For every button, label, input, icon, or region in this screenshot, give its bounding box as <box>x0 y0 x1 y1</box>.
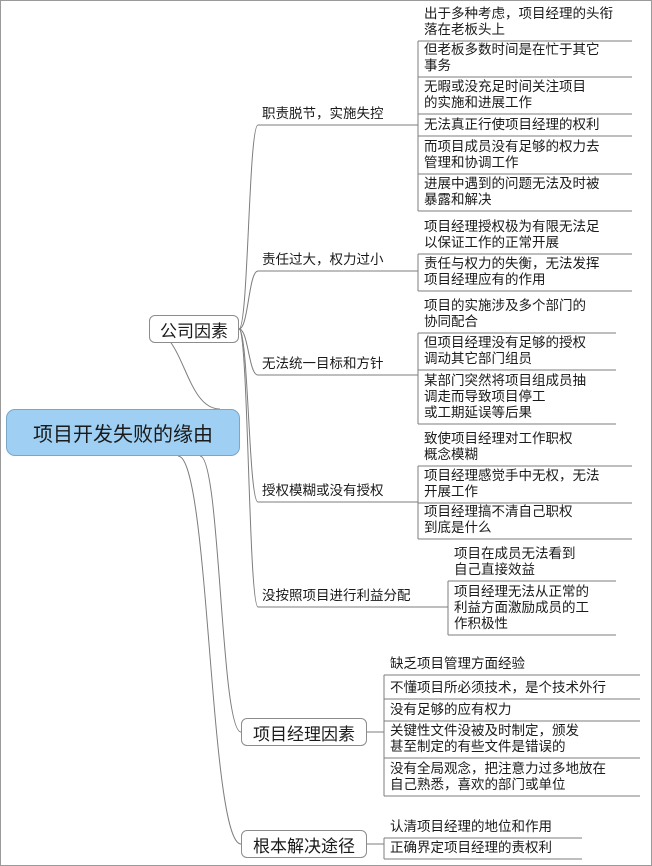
leaf-text-line: 项目经理无法从正常的 <box>454 584 589 600</box>
root-topic[interactable]: 项目开发失败的缘由 <box>6 409 240 456</box>
leaf-item[interactable]: 责任与权力的失衡，无法发挥项目经理应有的作用 <box>424 256 600 288</box>
leaf-item[interactable]: 某部门突然将项目组成员抽调走而导致项目停工或工期延误等后果 <box>424 373 586 421</box>
leaf-text-line: 自己直接效益 <box>454 562 535 578</box>
leaf-item[interactable]: 但项目经理没有足够的授权调动其它部门组员 <box>424 335 586 367</box>
leaf-item[interactable]: 项目经理无法从正常的利益方面激励成员的工作积极性 <box>454 584 589 632</box>
leaf-text-line: 某部门突然将项目组成员抽 <box>424 373 586 389</box>
leaf-item[interactable]: 不懂项目所必须技术，是个技术外行 <box>390 680 606 696</box>
leaf-text-line: 甚至制定的有些文件是错误的 <box>390 739 566 755</box>
leaf-text-line: 没有全局观念，把注意力过多地放在 <box>390 761 606 777</box>
leaf-text-line: 事务 <box>424 58 451 74</box>
leaf-item[interactable]: 无暇或没充足时间关注项目的实施和进展工作 <box>424 79 586 111</box>
leaf-text-line: 落在老板头上 <box>424 22 505 38</box>
leaf-text-line: 项目经理搞不清自己职权 <box>424 504 573 520</box>
leaf-text-line: 或工期延误等后果 <box>424 405 532 421</box>
leaf-text-line: 开展工作 <box>424 484 478 500</box>
leaf-text-line: 无暇或没充足时间关注项目 <box>424 79 586 95</box>
leaf-item[interactable]: 项目经理搞不清自己职权到底是什么 <box>424 504 573 536</box>
leaf-text-line: 致使项目经理对工作职权 <box>424 431 573 447</box>
leaf-text-line: 认清项目经理的地位和作用 <box>390 819 552 835</box>
topic-pm-factors[interactable]: 项目经理因素 <box>241 718 367 746</box>
leaf-item[interactable]: 进展中遇到的问题无法及时被暴露和解决 <box>424 176 600 208</box>
leaf-item[interactable]: 认清项目经理的地位和作用 <box>390 819 552 835</box>
leaf-text-line: 调动其它部门组员 <box>424 351 532 367</box>
leaf-item[interactable]: 项目的实施涉及多个部门的协同配合 <box>424 298 586 330</box>
leaf-text-line: 无法真正行使项目经理的权利 <box>424 117 600 133</box>
leaf-text-line: 但老板多数时间是在忙于其它 <box>424 42 600 58</box>
leaf-item[interactable]: 项目经理授权极为有限无法足以保证工作的正常开展 <box>424 219 600 251</box>
subtopic-duty-disconnect[interactable]: 职责脱节，实施失控 <box>262 106 384 122</box>
leaf-text-line: 利益方面激励成员的工 <box>454 600 589 616</box>
leaf-text-line: 但项目经理没有足够的授权 <box>424 335 586 351</box>
leaf-text-line: 调走而导致项目停工 <box>424 389 546 405</box>
leaf-text-line: 概念模糊 <box>424 447 478 463</box>
leaf-text-line: 暴露和解决 <box>424 192 492 208</box>
edge-company-sub <box>238 328 259 376</box>
leaf-text-line: 以保证工作的正常开展 <box>424 235 559 251</box>
edge-company-sub <box>238 270 259 330</box>
leaf-text-line: 出于多种考虑，项目经理的头衔 <box>424 6 613 22</box>
leaf-item[interactable]: 而项目成员没有足够的权力去管理和协调工作 <box>424 139 600 171</box>
edge-root-pm <box>199 455 242 733</box>
leaf-text-line: 的实施和进展工作 <box>424 95 532 111</box>
topic-company-factors[interactable]: 公司因素 <box>149 315 239 343</box>
edge-company-sub <box>238 124 259 330</box>
leaf-item[interactable]: 项目在成员无法看到自己直接效益 <box>454 546 576 578</box>
topic-fundamental-solutions[interactable]: 根本解决途径 <box>241 830 367 858</box>
leaf-item[interactable]: 没有全局观念，把注意力过多地放在自己熟悉，喜欢的部门或单位 <box>390 761 606 793</box>
leaf-item[interactable]: 无法真正行使项目经理的权利 <box>424 117 600 133</box>
leaf-text-line: 不懂项目所必须技术，是个技术外行 <box>390 680 606 696</box>
leaf-text-line: 项目在成员无法看到 <box>454 546 576 562</box>
leaf-item[interactable]: 出于多种考虑，项目经理的头衔落在老板头上 <box>424 6 613 38</box>
leaf-text-line: 项目的实施涉及多个部门的 <box>424 298 586 314</box>
leaf-text-line: 关键性文件没被及时制定，颁发 <box>390 723 579 739</box>
leaf-item[interactable]: 项目经理感觉手中无权，无法开展工作 <box>424 468 600 500</box>
subtopic-responsibility-too-large[interactable]: 责任过大，权力过小 <box>262 252 384 268</box>
leaf-text-line: 没有足够的应有权力 <box>390 702 512 718</box>
leaf-text-line: 缺乏项目管理方面经验 <box>390 656 525 672</box>
leaf-item[interactable]: 没有足够的应有权力 <box>390 702 512 718</box>
subtopic-no-unified-goals[interactable]: 无法统一目标和方针 <box>262 356 384 372</box>
leaf-text-line: 到底是什么 <box>424 520 492 536</box>
leaf-text-line: 正确界定项目经理的责权利 <box>390 840 552 856</box>
leaf-text-line: 责任与权力的失衡，无法发挥 <box>424 256 600 272</box>
leaf-text-line: 进展中遇到的问题无法及时被 <box>424 176 600 192</box>
leaf-item[interactable]: 致使项目经理对工作职权概念模糊 <box>424 431 573 463</box>
edge-company-sub <box>238 328 259 503</box>
leaf-text-line: 协同配合 <box>424 314 478 330</box>
edge-company-sub <box>238 328 259 608</box>
leaf-text-line: 项目经理授权极为有限无法足 <box>424 219 600 235</box>
leaf-text-line: 项目经理感觉手中无权，无法 <box>424 468 600 484</box>
leaf-item[interactable]: 正确界定项目经理的责权利 <box>390 840 552 856</box>
leaf-item[interactable]: 缺乏项目管理方面经验 <box>390 656 525 672</box>
leaf-item[interactable]: 但老板多数时间是在忙于其它事务 <box>424 42 600 74</box>
leaf-text-line: 而项目成员没有足够的权力去 <box>424 139 600 155</box>
edge-root-solution <box>177 455 242 845</box>
leaf-text-line: 管理和协调工作 <box>424 155 519 171</box>
subtopic-vague-authorization[interactable]: 授权模糊或没有授权 <box>262 483 384 499</box>
leaf-item[interactable]: 关键性文件没被及时制定，颁发甚至制定的有些文件是错误的 <box>390 723 579 755</box>
leaf-text-line: 项目经理应有的作用 <box>424 272 546 288</box>
leaf-text-line: 自己熟悉，喜欢的部门或单位 <box>390 777 566 793</box>
subtopic-benefit-distribution[interactable]: 没按照项目进行利益分配 <box>262 588 411 604</box>
leaf-text-line: 作积极性 <box>454 616 508 632</box>
